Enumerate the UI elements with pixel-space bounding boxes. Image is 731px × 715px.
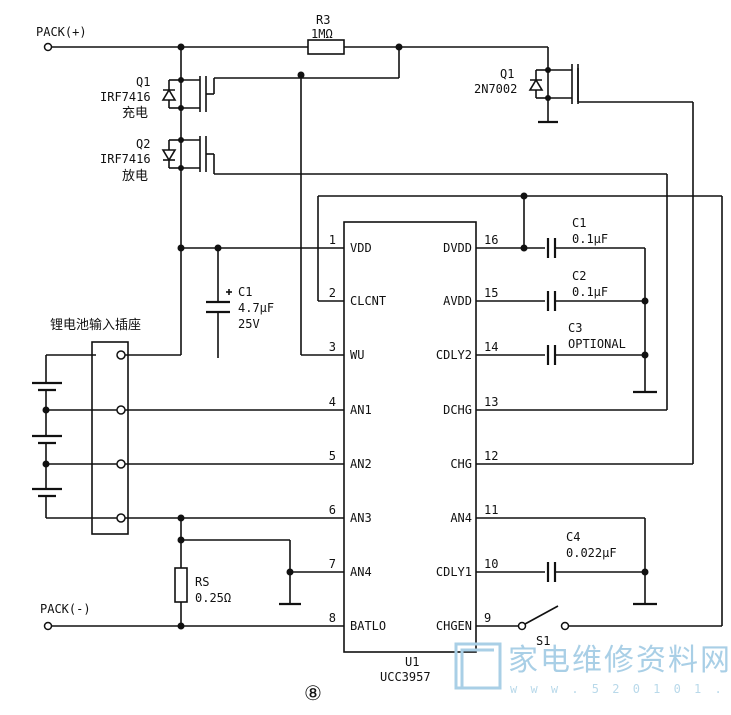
ic-pin-number: 7	[329, 557, 336, 571]
rs-value: 0.25Ω	[195, 591, 231, 605]
ic-pin-number: 10	[484, 557, 498, 571]
ic-pin-name: WU	[350, 348, 364, 362]
pack-positive-terminal	[43, 42, 53, 52]
socket-title: 锂电池输入插座	[50, 317, 141, 333]
ic-pin-number: 3	[329, 340, 336, 354]
r3-name: R3	[316, 13, 330, 27]
pack-positive-label: PACK(+)	[36, 25, 87, 39]
q1-right-name: Q1	[500, 67, 514, 81]
ic-pin-name: CHG	[450, 457, 472, 471]
ic-pin-name: CLCNT	[350, 294, 386, 308]
c-left-voltage: 25V	[238, 317, 260, 331]
ic-pin-name: DVDD	[443, 241, 472, 255]
r3-value: 1MΩ	[311, 27, 333, 41]
c2-name: C2	[572, 269, 586, 283]
q1-left-name: Q1	[136, 75, 150, 89]
ic-pin-name: CDLY1	[436, 565, 472, 579]
q2-name: Q2	[136, 137, 150, 151]
q1-left-role: 充电	[122, 105, 148, 121]
ic-pin-name: CHGEN	[436, 619, 472, 633]
ic-pin-number: 9	[484, 611, 491, 625]
ic-pin-number: 5	[329, 449, 336, 463]
s1-name: S1	[536, 634, 550, 648]
ic-pin-name: AN2	[350, 457, 372, 471]
ic-pin-number: 14	[484, 340, 498, 354]
ic-pin-number: 2	[329, 286, 336, 300]
q2-role: 放电	[122, 169, 148, 184]
ic-pin-name: BATLO	[350, 619, 386, 633]
mosfet-q2-discharge	[161, 108, 214, 172]
ic-u1-body	[343, 221, 477, 653]
ic-pin-name: AVDD	[443, 294, 472, 308]
c1-name: C1	[572, 216, 586, 230]
q1-left-part: IRF7416	[100, 90, 151, 104]
ic-pin-number: 13	[484, 395, 498, 409]
ic-ref: U1	[405, 655, 419, 669]
c3-name: C3	[568, 321, 582, 335]
ic-pin-number: 11	[484, 503, 498, 517]
mosfet-q1-charge	[161, 47, 214, 112]
ic-pin-name: AN4	[350, 565, 372, 579]
figure-number: ⑧	[304, 681, 322, 705]
watermark: 家电维修资料网 w w w . 5 2 0 1 0 1 . c o m	[454, 642, 731, 696]
ic-pin-number: 6	[329, 503, 336, 517]
ic-pin-name: AN1	[350, 403, 372, 417]
ic-part: UCC3957	[380, 670, 431, 684]
c3-value: OPTIONAL	[568, 337, 626, 351]
resistor-rs	[174, 567, 188, 603]
ic-pin-name: CDLY2	[436, 348, 472, 362]
c2-value: 0.1μF	[572, 285, 608, 299]
watermark-text: 家电维修资料网	[508, 643, 731, 678]
q1-right-part: 2N7002	[474, 82, 517, 96]
switch-s1-lever	[524, 605, 559, 625]
rs-name: RS	[195, 575, 209, 589]
switch-s1-contact-a	[517, 621, 527, 631]
ic-pin-number: 1	[329, 233, 336, 247]
c1-value: 0.1μF	[572, 232, 608, 246]
q2-part: IRF7416	[100, 152, 151, 166]
ic-pin-number: 15	[484, 286, 498, 300]
ic-pin-name: DCHG	[443, 403, 472, 417]
battery-socket	[91, 341, 129, 535]
mosfet-q1-2n7002	[528, 47, 579, 124]
c4-name: C4	[566, 530, 580, 544]
ic-pin-number: 8	[329, 611, 336, 625]
capacitor-c1-polar	[206, 248, 232, 358]
ic-pin-name: AN4	[450, 511, 472, 525]
resistor-r3	[307, 39, 345, 55]
c-left-value: 4.7μF	[238, 301, 274, 315]
pack-negative-label: PACK(-)	[40, 602, 91, 616]
ic-pin-number: 4	[329, 395, 336, 409]
c-left-name: C1	[238, 285, 252, 299]
switch-s1-contact-b	[560, 621, 570, 631]
ic-pin-name: AN3	[350, 511, 372, 525]
pack-negative-terminal	[43, 621, 53, 631]
watermark-url: w w w . 5 2 0 1 0 1 . c o m	[510, 682, 731, 696]
ic-pin-name: VDD	[350, 241, 372, 255]
ic-pin-number: 16	[484, 233, 498, 247]
battery-cells	[32, 354, 117, 519]
ic-pin-number: 12	[484, 449, 498, 463]
c4-value: 0.022μF	[566, 546, 617, 560]
